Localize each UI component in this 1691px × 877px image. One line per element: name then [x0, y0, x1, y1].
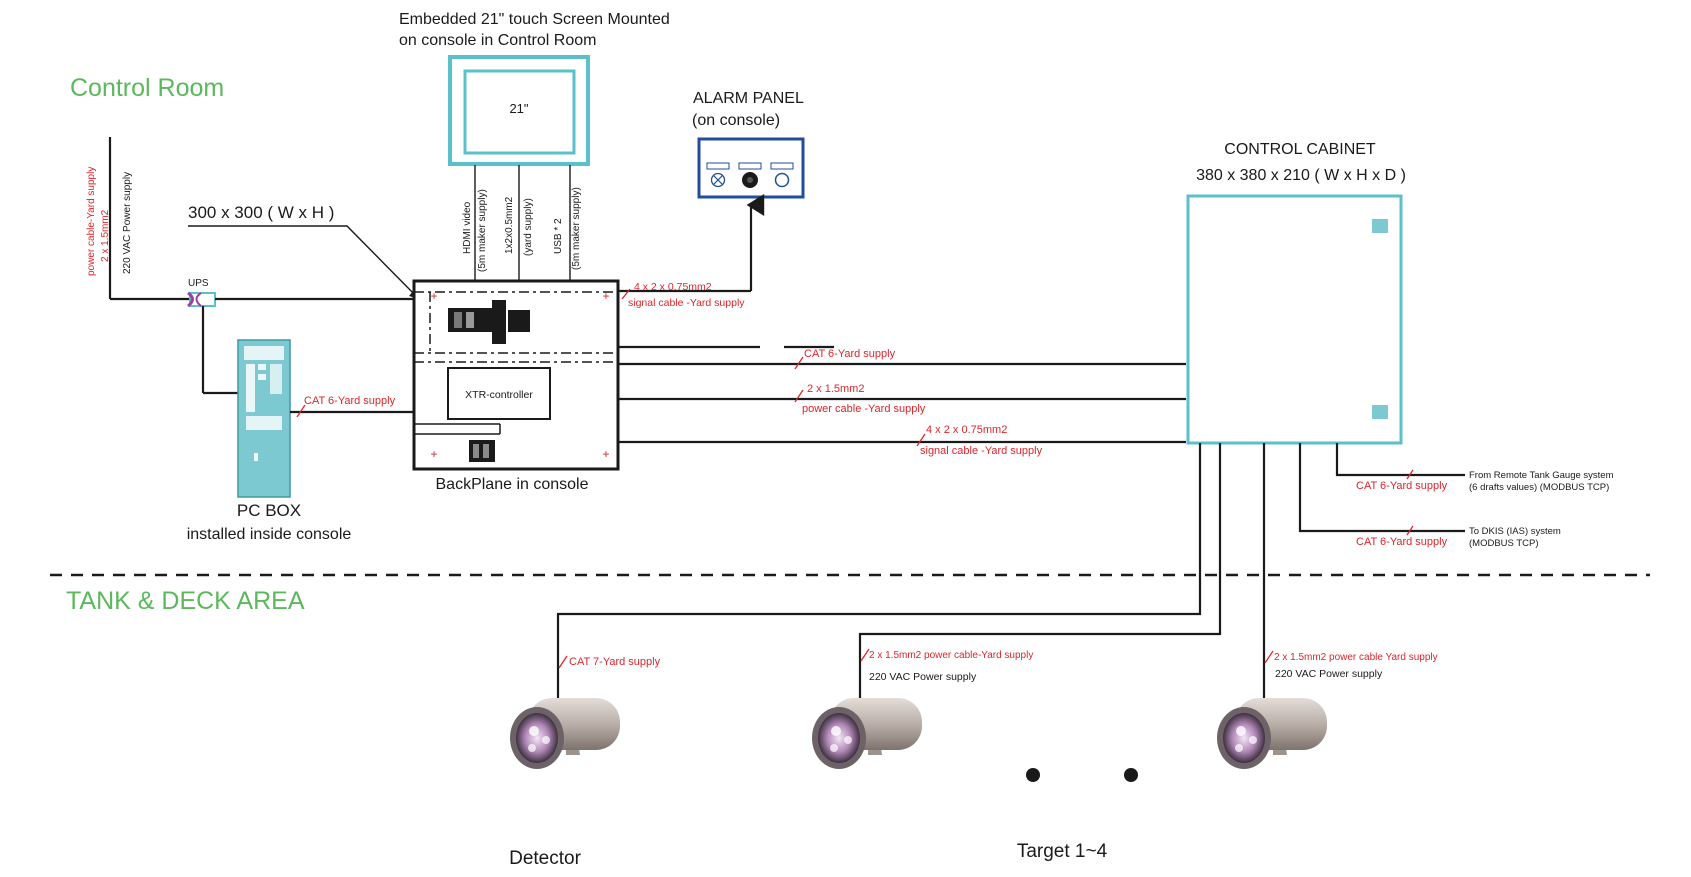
svg-text:+: +	[602, 289, 609, 303]
alarm-cable-label-a: 4 x 2 x 0.75mm2	[634, 281, 712, 293]
detector-label: Detector	[509, 848, 581, 869]
svg-text:+: +	[602, 447, 609, 461]
pc-box-title: PC BOX	[237, 501, 301, 520]
backplane-size-leader	[188, 225, 420, 300]
backplane-label: BackPlane in console	[436, 476, 589, 493]
cabinet-size: 380 x 380 x 210 ( W x H x D )	[1196, 167, 1406, 184]
power-cable-label-a: power cable-Yard supply	[86, 167, 97, 276]
target1-power-label: 220 VAC Power supply	[869, 671, 977, 683]
touch-screen-display	[463, 69, 576, 155]
cabinet-signal-label-b: signal cable -Yard supply	[920, 445, 1043, 457]
cabinet-lock-upper	[1372, 219, 1388, 233]
cabinet-title: CONTROL CABINET	[1224, 141, 1376, 158]
detector-camera-icon	[510, 698, 620, 769]
alarm-lamp-icon	[710, 172, 726, 188]
cabinet-power-label-b: power cable -Yard supply	[802, 403, 926, 415]
touch-screen-outer	[448, 55, 590, 166]
target-label: Target 1~4	[1017, 841, 1108, 862]
xtr-controller	[447, 367, 551, 420]
alarm-panel	[697, 137, 805, 199]
hdmi-label-a: HDMI video	[462, 201, 473, 254]
svg-text:+: +	[430, 447, 437, 461]
alarm-panel-title: ALARM PANEL	[693, 90, 804, 107]
alarm-panel-subtitle: (on console)	[692, 112, 780, 129]
screen-title-line2: on console in Control Room	[399, 32, 596, 49]
usb-label-a: USB * 2	[553, 218, 564, 254]
ups-label: UPS	[188, 278, 209, 289]
cabinet-signal-label-a: 4 x 2 x 0.75mm2	[926, 424, 1007, 436]
alarm-reset-button-icon	[774, 172, 790, 188]
pc-cable-label: CAT 6-Yard supply	[304, 395, 396, 407]
tank-deck-area-label: TANK & DECK AREA	[66, 587, 305, 615]
target2-power-label: 220 VAC Power supply	[1275, 668, 1383, 680]
target-2-icon	[1217, 698, 1327, 769]
control-cabinet	[1186, 194, 1403, 445]
target1-cable-label: 2 x 1.5mm2 power cable-Yard supply	[869, 650, 1033, 661]
screen-size-label: 21"	[509, 101, 528, 116]
rtg-cable-label: CAT 6-Yard supply	[1356, 480, 1448, 492]
target2-cable-label: 2 x 1.5mm2 power cable Yard supply	[1274, 652, 1438, 663]
power-cable-label-b: 2 x 1.5mm2	[100, 209, 111, 262]
pc-box-subtitle: installed inside console	[187, 526, 352, 543]
detector-cable-label: CAT 7-Yard supply	[569, 656, 661, 668]
target1-cable	[858, 443, 1222, 704]
target-1-icon	[812, 698, 922, 769]
pc-box	[237, 339, 291, 498]
power-voltage-label: 220 VAC Power supply	[122, 172, 133, 274]
usb-label-b: (5m maker supply)	[571, 187, 582, 270]
control-room-label: Control Room	[70, 74, 224, 102]
alarm-cable-label-b: signal cable -Yard supply	[628, 297, 745, 309]
rtg-cable	[1335, 443, 1465, 477]
screen-power-label-a: 1x2x0.5mm2	[504, 196, 515, 254]
svg-text:+: +	[430, 289, 437, 303]
dkis-cable-label: CAT 6-Yard supply	[1356, 536, 1448, 548]
dkis-label-b: (MODBUS TCP)	[1469, 538, 1539, 549]
ellipsis-dot-1	[1026, 768, 1040, 782]
dkis-label-a: To DKIS (IAS) system	[1469, 526, 1561, 537]
hdmi-label-b: (5m maker supply)	[477, 189, 488, 272]
detector-cable	[556, 443, 1202, 703]
screen-title-line1: Embedded 21" touch Screen Mounted	[399, 11, 670, 28]
screen-power-label-b: (yard supply)	[523, 198, 534, 256]
cabinet-lock-lower	[1372, 405, 1388, 419]
backplane-size-label: 300 x 300 ( W x H )	[188, 203, 334, 222]
cabinet-cat6-label: CAT 6-Yard supply	[804, 348, 896, 360]
ups-unit	[187, 291, 216, 308]
rtg-label-b: (6 drafts values) (MODBUS TCP)	[1469, 482, 1609, 493]
ellipsis-dot-2	[1124, 768, 1138, 782]
cabinet-power-label-a: 2 x 1.5mm2	[807, 383, 864, 395]
xtr-controller-label: XTR-controller	[465, 389, 533, 401]
rtg-label-a: From Remote Tank Gauge system	[1469, 470, 1614, 481]
